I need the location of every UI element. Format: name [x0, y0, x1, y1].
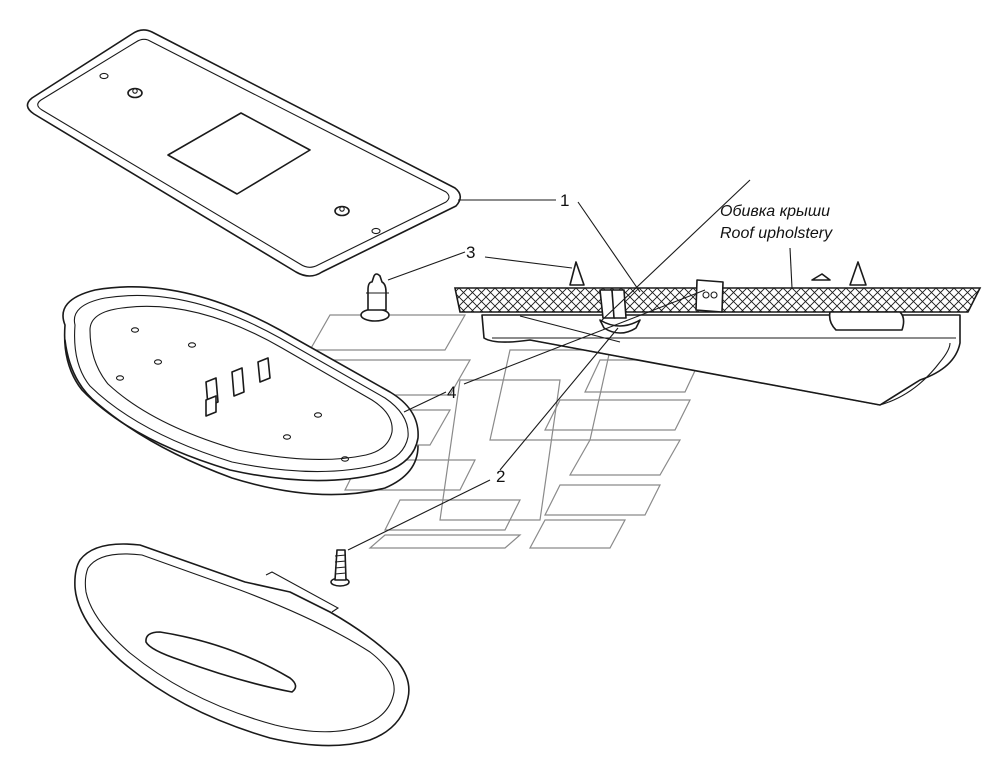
- cover-plate: [26, 29, 462, 277]
- roof-section: [454, 261, 982, 406]
- callout-labels: 1 2 3 4 Обивка крыши Roof upholstery: [447, 191, 833, 486]
- stud-fastener: [360, 273, 390, 322]
- cover-plate-studs: [99, 72, 381, 235]
- leader-lines: [347, 179, 793, 551]
- spade-terminals: [205, 357, 271, 417]
- caption-roof-upholstery-en: Roof upholstery: [720, 225, 833, 242]
- caption-roof-upholstery-ru: Обивка крыши: [720, 203, 830, 220]
- callout-3: 3: [466, 243, 475, 262]
- lamp-housing: [62, 286, 419, 496]
- housing-holes: [115, 327, 350, 462]
- screw: [330, 549, 350, 587]
- callout-2: 2: [496, 467, 505, 486]
- callout-4: 4: [447, 383, 456, 402]
- callout-1: 1: [560, 191, 569, 210]
- lens-diffuser: [74, 543, 410, 747]
